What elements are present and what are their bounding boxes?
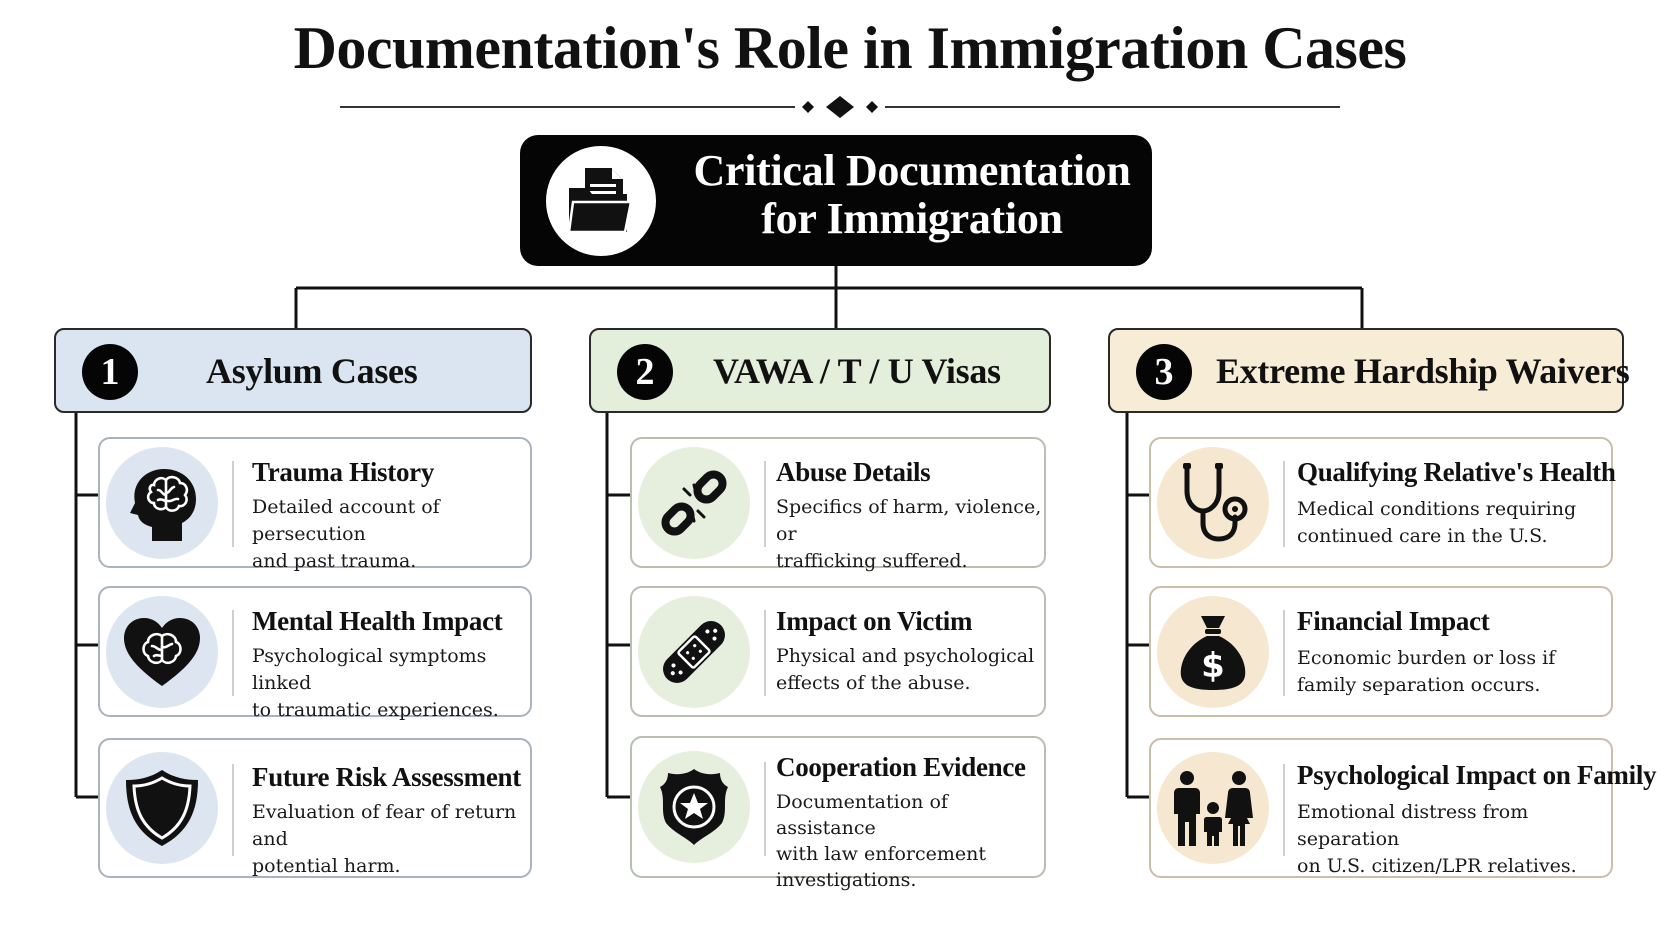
root-node: Critical Documentation for Immigration	[520, 135, 1152, 266]
root-icon-circle	[546, 146, 656, 256]
category-header-hardship: 3 Extreme Hardship Waivers	[1108, 328, 1630, 413]
stethoscope-icon	[1183, 463, 1248, 542]
card-impact-on-victim: Impact on Victim Physical and psychologi…	[630, 586, 1046, 717]
category-title: Asylum Cases	[206, 351, 418, 391]
category-number: 1	[82, 344, 138, 400]
category-header-asylum: 1 Asylum Cases	[54, 328, 532, 413]
item-title: Cooperation Evidence	[776, 752, 1026, 782]
broken-chain-icon	[661, 470, 727, 536]
card-trauma-history: Trauma History Detailed account of perse…	[98, 437, 532, 572]
card-cooperation-evidence: Cooperation Evidence Documentation of as…	[630, 736, 1046, 891]
title-divider	[340, 96, 1340, 118]
item-title: Future Risk Assessment	[252, 762, 521, 792]
category-header-vawa: 2 VAWA / T / U Visas	[589, 328, 1051, 413]
svg-text:$: $	[1201, 646, 1225, 686]
item-title: Mental Health Impact	[252, 606, 503, 636]
root-title-line1: Critical Documentation	[693, 146, 1131, 195]
item-desc: Economic burden or loss if family separa…	[1297, 647, 1556, 696]
page-title: Documentation's Role in Immigration Case…	[293, 15, 1407, 81]
card-psychological-impact-on-family: Psychological Impact on Family Emotional…	[1149, 738, 1657, 878]
card-mental-health-impact: Mental Health Impact Psychological sympt…	[98, 586, 532, 721]
brain-head-icon	[130, 469, 196, 541]
shield-icon	[126, 770, 198, 846]
root-title: Critical Documentation for Immigration	[688, 147, 1136, 243]
card-qualifying-relatives-health: Qualifying Relative's Health Medical con…	[1149, 437, 1616, 568]
heart-brain-icon	[124, 618, 200, 686]
item-title: Abuse Details	[776, 457, 931, 487]
category-title: Extreme Hardship Waivers	[1216, 351, 1630, 391]
item-title: Financial Impact	[1297, 606, 1490, 636]
police-badge-icon	[660, 769, 728, 845]
item-desc: Medical conditions requiring continued c…	[1297, 498, 1577, 547]
category-number: 3	[1136, 344, 1192, 400]
card-future-risk-assessment: Future Risk Assessment Evaluation of fea…	[98, 738, 532, 878]
item-title: Psychological Impact on Family	[1297, 760, 1657, 790]
folder-icon	[567, 168, 633, 234]
category-number: 2	[617, 344, 673, 400]
money-bag-icon: $	[1180, 616, 1246, 690]
item-desc: Detailed account of persecution and past…	[252, 496, 440, 572]
item-desc: Emotional distress from separation on U.…	[1297, 801, 1577, 877]
item-desc: Psychological symptoms linked to traumat…	[252, 645, 499, 721]
card-financial-impact: $ Financial Impact Economic burden or lo…	[1149, 586, 1613, 717]
item-desc: Physical and psychological effects of th…	[776, 645, 1035, 694]
bandage-icon	[663, 621, 725, 683]
item-title: Qualifying Relative's Health	[1297, 457, 1616, 487]
card-abuse-details: Abuse Details Specifics of harm, violenc…	[630, 437, 1046, 572]
item-desc: Documentation of assistance with law enf…	[776, 791, 987, 891]
family-icon	[1174, 771, 1253, 846]
item-desc: Specifics of harm, violence, or traffick…	[776, 496, 1042, 572]
item-title: Impact on Victim	[776, 606, 973, 636]
item-title: Trauma History	[252, 457, 435, 487]
root-title-line2: for Immigration	[761, 194, 1063, 243]
category-title: VAWA / T / U Visas	[713, 351, 1001, 391]
item-desc: Evaluation of fear of return and potenti…	[252, 801, 517, 877]
